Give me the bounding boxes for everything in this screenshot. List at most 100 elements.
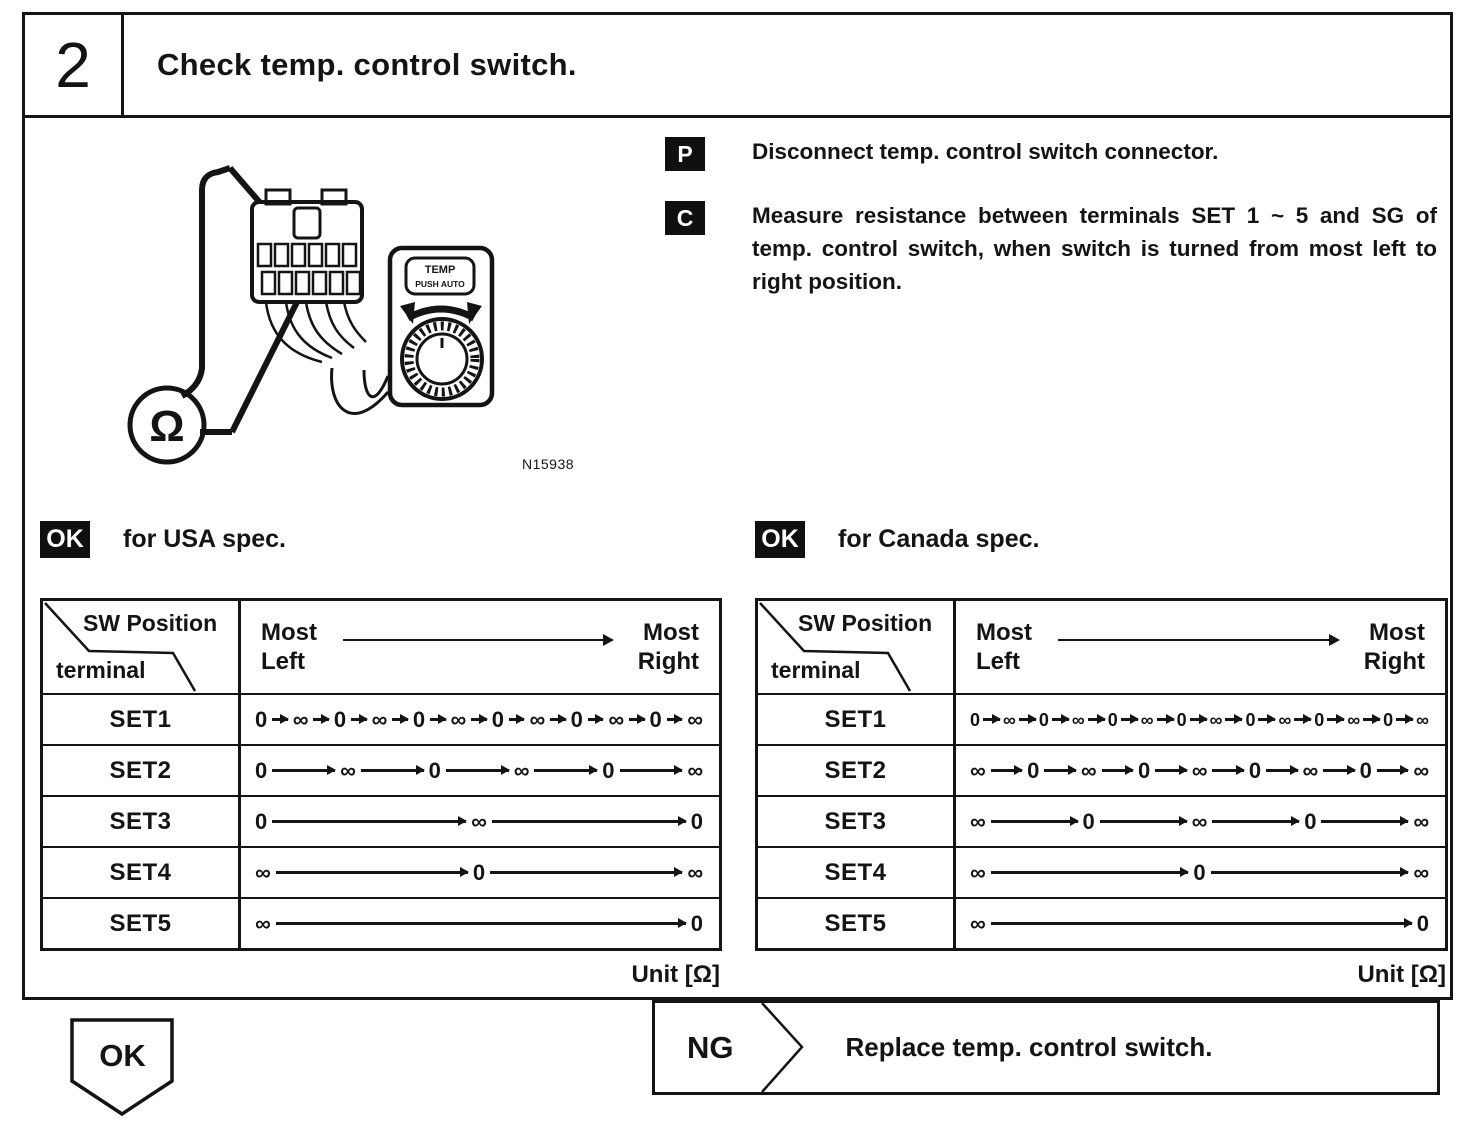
- arrow-icon: [534, 765, 599, 774]
- resistance-value: 0: [333, 706, 347, 732]
- procedure-box: 2 Check temp. control switch. Ω: [22, 12, 1453, 1000]
- ng-label: NG: [687, 1029, 734, 1065]
- arrow-icon: [990, 918, 1413, 927]
- arrow-icon: [313, 714, 331, 723]
- arrow-icon: [1327, 714, 1346, 723]
- test-lead-wires: [180, 165, 232, 435]
- range-right-line1: Most: [1369, 619, 1425, 646]
- arrow-icon: [471, 714, 489, 723]
- arrow-icon: [1099, 816, 1188, 825]
- arrow-icon: [1018, 714, 1037, 723]
- table-row: SET5∞0: [758, 897, 1445, 948]
- terminal-label: SET2: [758, 746, 956, 795]
- range-right-line2: Right: [637, 648, 699, 675]
- instruction-list: P Disconnect temp. control switch connec…: [665, 135, 1437, 298]
- resistance-sequence: ∞0: [956, 899, 1445, 948]
- table-header: SW Position terminal Most Left Most Righ…: [758, 601, 1445, 693]
- terminal-label: SET1: [43, 695, 241, 744]
- canada-spec-label: for Canada spec.: [838, 524, 1040, 553]
- resistance-value: 0: [255, 757, 268, 783]
- table-row: SET3∞0∞0∞: [758, 795, 1445, 846]
- arrow-icon: [272, 765, 336, 774]
- usa-resistance-table: SW Position terminal Most Left Most Righ…: [40, 598, 722, 951]
- arrow-icon: [587, 714, 605, 723]
- arrow-icon: [1376, 765, 1410, 774]
- arrow-icon: [1212, 816, 1301, 825]
- table-row: SET4∞0∞: [758, 846, 1445, 897]
- resistance-value: 0: [1416, 910, 1429, 936]
- resistance-sequence: 0∞0∞0∞: [241, 746, 719, 795]
- corner-bottom-label: terminal: [56, 657, 146, 683]
- arrow-icon: [1087, 714, 1106, 723]
- range-left-line1: Most: [976, 619, 1032, 646]
- terminal-label: SET2: [43, 746, 241, 795]
- ok-badge: OK: [40, 520, 90, 558]
- range-header-cell: Most Left Most Right: [241, 601, 719, 693]
- corner-header-cell: SW Position terminal: [758, 601, 956, 693]
- table-header: SW Position terminal Most Left Most Righ…: [43, 601, 719, 693]
- resistance-value: ∞: [608, 706, 625, 732]
- corner-top-label: SW Position: [83, 610, 218, 636]
- range-header-cell: Most Left Most Right: [956, 601, 1445, 693]
- table-row: SET2∞0∞0∞0∞0∞: [758, 744, 1445, 795]
- resistance-sequence: ∞0∞0∞0∞0∞: [956, 746, 1445, 795]
- resistance-value: 0: [1304, 808, 1317, 834]
- rotate-arrow-icon: [400, 302, 482, 324]
- resistance-value: ∞: [471, 808, 487, 834]
- arrow-icon: [275, 918, 687, 927]
- connector-drawing: [250, 188, 364, 304]
- resistance-value: ∞: [687, 706, 703, 732]
- arrow-icon: [990, 867, 1190, 876]
- terminal-label: SET4: [758, 848, 956, 897]
- arrow-icon: [1321, 816, 1410, 825]
- arrow-icon: [490, 867, 684, 876]
- check-text: Measure resistance between terminals SET…: [752, 203, 1437, 294]
- temp-switch-drawing: TEMP PUSH AUTO: [387, 245, 495, 408]
- diagonal-divider: [44, 602, 197, 692]
- unit-label: Unit [Ω]: [1357, 961, 1446, 988]
- ok-result-flag: OK: [70, 1018, 175, 1118]
- resistance-sequence: 0∞0∞0∞0∞0∞0∞: [241, 695, 719, 744]
- ok-flag-label: OK: [99, 1038, 146, 1073]
- resistance-value: ∞: [970, 910, 986, 936]
- resistance-value: ∞: [1302, 757, 1319, 783]
- resistance-value: 0: [1245, 709, 1256, 730]
- resistance-value: 0: [1137, 757, 1151, 783]
- arrow-icon: [1212, 765, 1246, 774]
- resistance-value: ∞: [1080, 757, 1097, 783]
- procedure-header: 2 Check temp. control switch.: [25, 15, 1450, 118]
- resistance-value: ∞: [1413, 808, 1429, 834]
- range-right-label: Most Right: [638, 618, 699, 676]
- prepare-text: Disconnect temp. control switch connecto…: [752, 139, 1219, 164]
- usa-spec-heading: OK for USA spec.: [40, 520, 722, 558]
- range-left-line2: Left: [976, 648, 1020, 675]
- resistance-value: ∞: [970, 859, 986, 885]
- arrow-icon: [1120, 714, 1139, 723]
- arrow-icon: [430, 714, 448, 723]
- ng-action-text: Replace temp. control switch.: [845, 1032, 1213, 1062]
- arrow-icon: [272, 714, 290, 723]
- resistance-value: ∞: [450, 706, 467, 732]
- resistance-value: 0: [255, 706, 268, 732]
- resistance-value: ∞: [1209, 709, 1223, 730]
- terminal-label: SET3: [43, 797, 241, 846]
- resistance-value: 0: [491, 706, 504, 732]
- resistance-value: 0: [649, 706, 662, 732]
- resistance-value: ∞: [1416, 709, 1430, 730]
- arrow-icon: [508, 714, 526, 723]
- arrow-icon: [619, 765, 684, 774]
- arrow-icon: [1363, 714, 1382, 723]
- resistance-value: ∞: [1347, 709, 1361, 730]
- resistance-value: 0: [1027, 757, 1040, 783]
- arrow-icon: [1044, 765, 1078, 774]
- diagonal-divider: [759, 602, 912, 692]
- resistance-value: 0: [602, 757, 615, 783]
- resistance-value: 0: [1038, 709, 1049, 730]
- range-left-label: Most Left: [261, 618, 317, 676]
- resistance-value: ∞: [513, 757, 530, 783]
- canada-spec-section: OK for Canada spec. SW Position terminal…: [755, 520, 1448, 989]
